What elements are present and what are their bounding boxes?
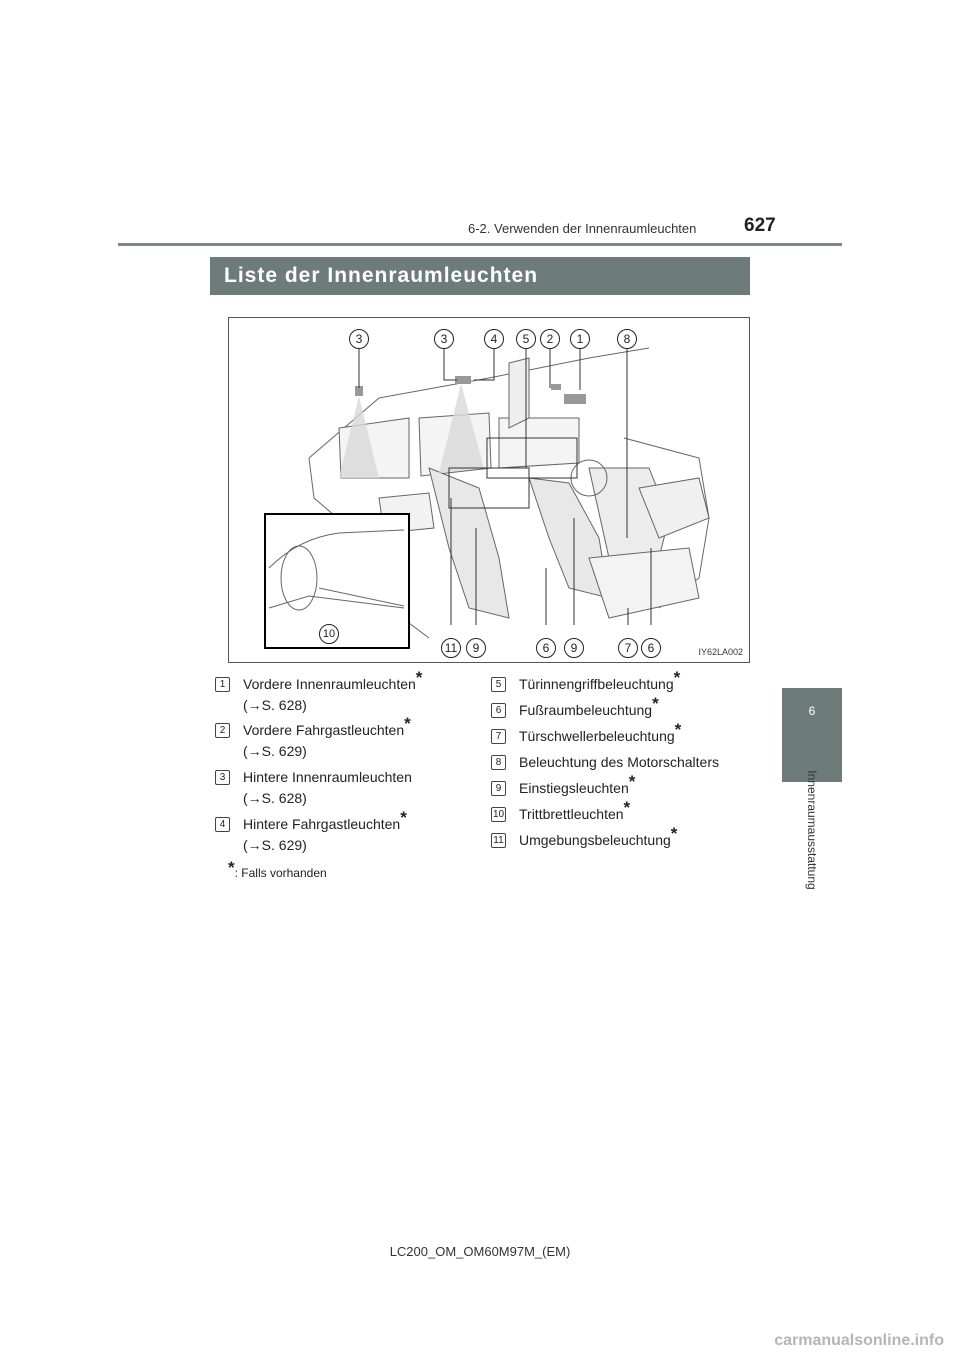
callout-circle: 6 [536, 638, 556, 658]
legend-number-badge: 9 [491, 781, 506, 796]
chapter-number: 6 [808, 704, 816, 718]
callout-circle: 9 [466, 638, 486, 658]
legend-label: Vordere Innenraumleuchten [243, 676, 416, 692]
header-section-title: 6-2. Verwenden der Innenraumleuchten [468, 221, 697, 236]
chapter-label: Innenraumausstattung [805, 770, 819, 890]
callout-circle: 3 [349, 329, 369, 349]
inset-frame [264, 513, 410, 649]
watermark: carmanualsonline.info [774, 1332, 944, 1349]
car-interior-illustration [264, 347, 710, 649]
section-title: Liste der Innenraumleuchten [210, 257, 750, 295]
legend-label: Türschwellerbeleuchtung [519, 728, 675, 744]
legend-number-badge: 6 [491, 703, 506, 718]
legend-asterisk: * [628, 772, 636, 791]
page-number: 627 [744, 215, 776, 236]
footnote-text: : Falls vorhanden [234, 866, 327, 880]
legend-label: Umgebungsbeleuchtung [519, 832, 671, 848]
legend-label: Türinnengriffbeleuchtung [519, 676, 674, 692]
callout-circle: 1 [570, 329, 590, 349]
callout-circle: 3 [434, 329, 454, 349]
legend-label: Vordere Fahrgastleuchten [243, 722, 405, 738]
legend-asterisk: * [652, 694, 659, 713]
callout-circle: 11 [441, 638, 461, 658]
chapter-tab: 6 [782, 688, 842, 782]
legend-page-reference: (→S. 628) [243, 697, 307, 713]
legend-number-badge: 8 [491, 755, 506, 770]
legend-label: Hintere Fahrgastleuchten [243, 816, 401, 832]
legend-label: Fußraumbeleuchtung [519, 702, 653, 718]
callout-circle: 6 [641, 638, 661, 658]
figure-code: IY62LA002 [698, 647, 743, 657]
callout-circle: 9 [564, 638, 584, 658]
legend-asterisk: * [674, 720, 682, 739]
legend-label: Hintere Innenraumleuchten [243, 769, 412, 785]
footnote: *: Falls vorhanden [228, 858, 327, 882]
callout-circle: 4 [484, 329, 504, 349]
legend-asterisk: * [400, 808, 407, 827]
legend-number-badge: 7 [491, 729, 506, 744]
legend-number-badge: 10 [491, 807, 506, 822]
callout-circle: 2 [540, 329, 560, 349]
callout-circle: 8 [617, 329, 637, 349]
header-divider [118, 243, 842, 246]
footnote-asterisk: * [228, 858, 235, 877]
legend-page-reference: (→S. 629) [243, 743, 307, 759]
legend-number-badge: 11 [491, 833, 506, 848]
legend-number-badge: 4 [215, 817, 230, 832]
legend-number-badge: 5 [491, 677, 506, 692]
callout-circle-inset: 10 [319, 624, 339, 644]
legend-label: Beleuchtung des Motorschalters [519, 754, 719, 770]
legend-number-badge: 1 [215, 677, 230, 692]
legend-label: Trittbrettleuchten [519, 806, 624, 822]
legend-page-reference: (→S. 628) [243, 790, 307, 806]
legend-asterisk: * [415, 668, 423, 687]
legend-number-badge: 2 [215, 723, 230, 738]
callout-circle: 5 [516, 329, 536, 349]
legend-label: Einstiegsleuchten [519, 780, 629, 796]
legend-number-badge: 3 [215, 770, 230, 785]
callout-circle: 7 [618, 638, 638, 658]
legend-asterisk: * [623, 798, 631, 817]
legend-page-reference: (→S. 629) [243, 837, 307, 853]
footer-doc-id: LC200_OM_OM60M97M_(EM) [389, 1244, 571, 1259]
legend-asterisk: * [673, 668, 681, 687]
legend-asterisk: * [404, 714, 411, 733]
legend-asterisk: * [670, 824, 678, 843]
